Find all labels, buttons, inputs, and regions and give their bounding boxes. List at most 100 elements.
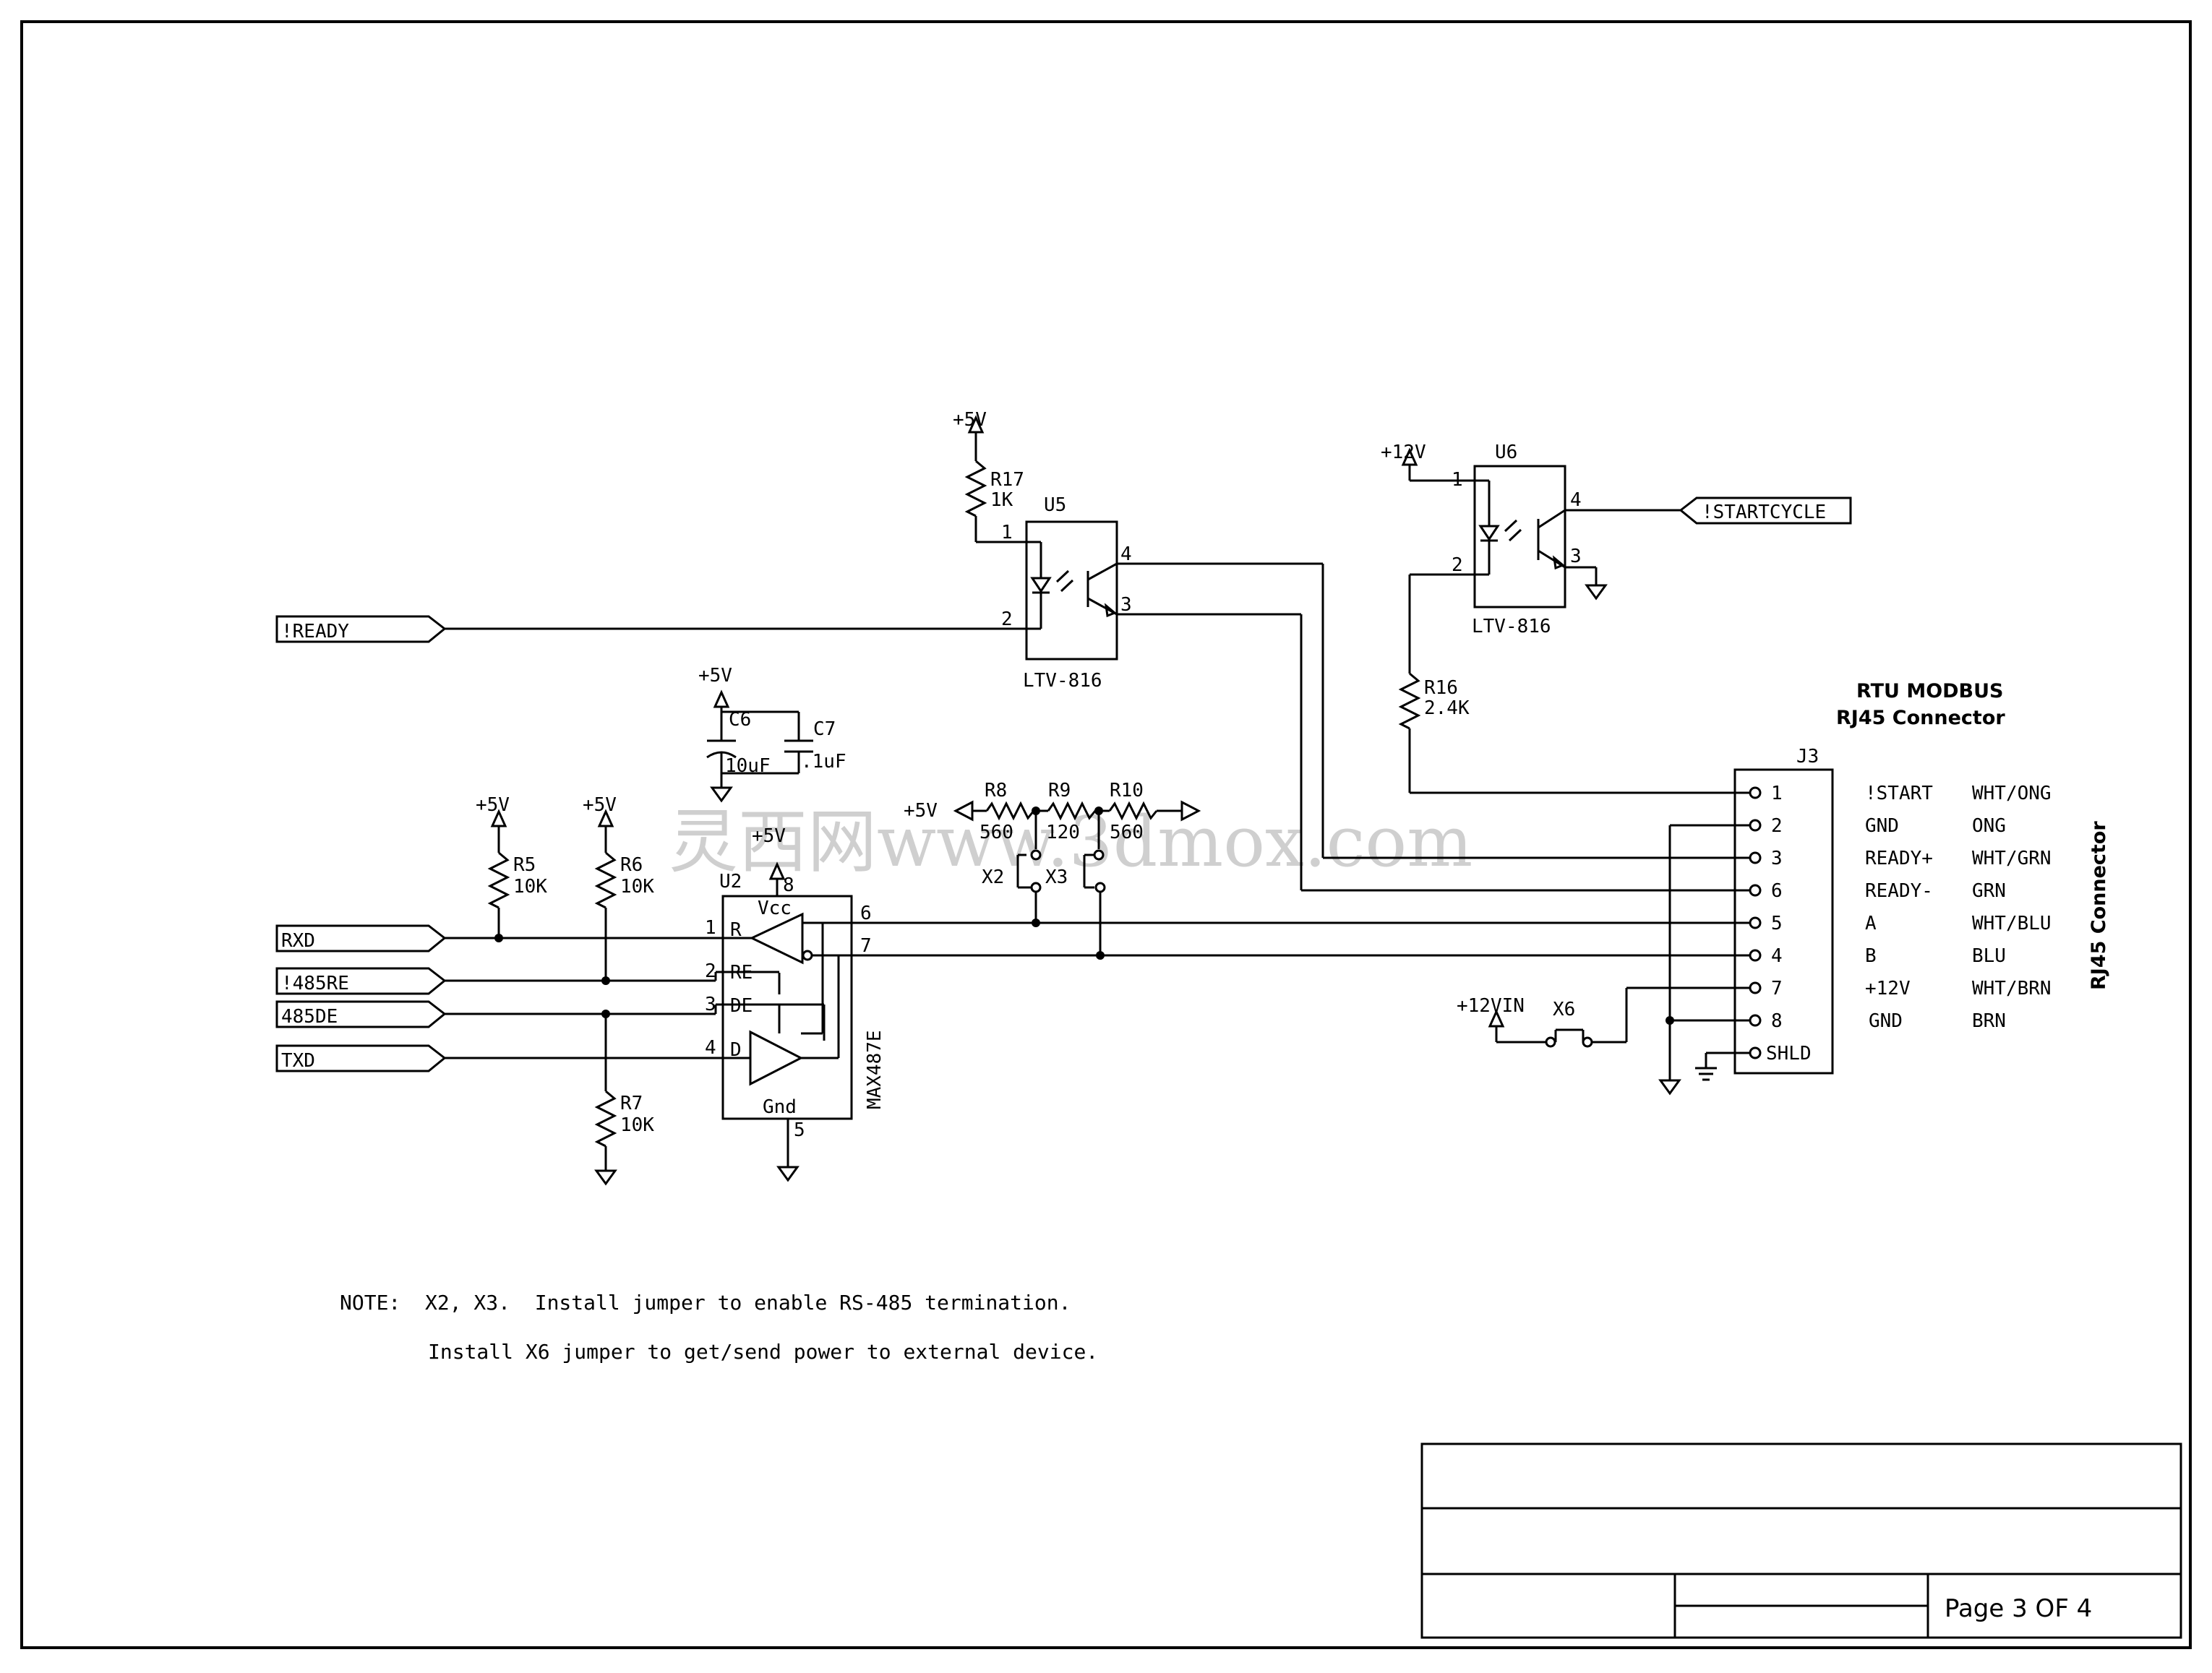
junction-dot bbox=[1094, 807, 1103, 815]
c6-plate-bottom bbox=[706, 751, 737, 759]
u2-pin-label: 7 bbox=[860, 935, 872, 957]
connector-title: RTU MODBUS bbox=[1856, 680, 2004, 702]
port-485re-label: !485RE bbox=[281, 973, 349, 994]
signal-name: GND bbox=[1865, 815, 1899, 837]
r10-resistor bbox=[1108, 801, 1158, 821]
title-block bbox=[1420, 1442, 2182, 1639]
r9-value: 120 bbox=[1046, 822, 1080, 843]
j3-shld-label: SHLD bbox=[1766, 1043, 1812, 1065]
r8-resistor bbox=[985, 801, 1035, 821]
c6-value: 10uF bbox=[725, 755, 771, 777]
wire-color: BLU bbox=[1972, 945, 2006, 967]
junction-dot bbox=[601, 976, 610, 985]
r7-ref: R7 bbox=[620, 1093, 643, 1114]
j3-pin-number: 2 bbox=[1771, 815, 1783, 837]
power-label: +5V bbox=[583, 794, 617, 816]
u5-part: LTV-816 bbox=[1023, 670, 1102, 692]
u2-pin-r: R bbox=[730, 919, 742, 941]
r10-ref: R10 bbox=[1110, 780, 1144, 801]
x6-pin bbox=[1582, 1036, 1593, 1048]
port-485de bbox=[275, 1000, 447, 1028]
vcc-c6 bbox=[713, 691, 729, 724]
note-line-2: Install X6 jumper to get/send power to e… bbox=[428, 1340, 1098, 1364]
r8-ref: R8 bbox=[985, 780, 1007, 801]
note-line-1: NOTE: X2, X3. Install jumper to enable R… bbox=[340, 1291, 1071, 1315]
j3-pin bbox=[1749, 819, 1762, 832]
x2-pin bbox=[1030, 882, 1042, 893]
u2-pin-label: 3 bbox=[705, 994, 716, 1015]
u6-ref: U6 bbox=[1495, 442, 1517, 463]
signal-name: READY- bbox=[1865, 880, 1933, 902]
page-number: Page 3 OF 4 bbox=[1945, 1594, 2092, 1623]
port-485re bbox=[275, 967, 447, 995]
junction-dot bbox=[1666, 1016, 1674, 1025]
connector-side-label: RJ45 Connector bbox=[2088, 821, 2110, 990]
gnd-j3 bbox=[1659, 1065, 1681, 1095]
vcc-r5 bbox=[491, 810, 507, 843]
r17-value: 1K bbox=[990, 489, 1013, 511]
power-label: +5V bbox=[752, 825, 786, 847]
port-txd-label: TXD bbox=[281, 1050, 315, 1072]
c7-ref: C7 bbox=[813, 718, 836, 740]
j3-pin bbox=[1749, 786, 1762, 799]
r7-value: 10K bbox=[620, 1114, 654, 1136]
j3-ref: J3 bbox=[1796, 746, 1819, 767]
u2-pin-d: D bbox=[730, 1039, 742, 1061]
c7-value: .1uF bbox=[801, 751, 846, 773]
u2-pin-label: 4 bbox=[705, 1037, 716, 1059]
power-label: +12V bbox=[1381, 442, 1426, 463]
j3-body bbox=[1733, 768, 1834, 1075]
r6-value: 10K bbox=[620, 876, 654, 898]
junction-dot bbox=[1096, 951, 1105, 960]
u2-pin-label: 2 bbox=[705, 960, 716, 982]
r8-value: 560 bbox=[979, 822, 1013, 843]
u5-pin-label: 4 bbox=[1120, 543, 1132, 565]
u6-body bbox=[1473, 465, 1566, 608]
port-startcycle-label: !STARTCYCLE bbox=[1702, 502, 1826, 523]
u2-vcc: Vcc bbox=[758, 898, 792, 919]
u2-pin-re: RE bbox=[730, 962, 753, 984]
signal-name: +12V bbox=[1865, 978, 1911, 999]
u2-gnd: Gnd bbox=[763, 1096, 797, 1118]
wire-color: WHT/ONG bbox=[1972, 783, 2052, 804]
u2-ref: U2 bbox=[719, 871, 742, 893]
u2-pin-label: 6 bbox=[860, 903, 872, 924]
j3-pin-number: 3 bbox=[1771, 848, 1783, 869]
gnd-u6 bbox=[1585, 569, 1607, 600]
wire-color: WHT/BRN bbox=[1972, 978, 2052, 999]
port-ready-label: !READY bbox=[281, 621, 349, 642]
power-label: +5V bbox=[698, 665, 732, 687]
j3-pin bbox=[1749, 851, 1762, 864]
x3-pin bbox=[1093, 849, 1105, 861]
j3-pin bbox=[1749, 884, 1762, 897]
r16-resistor bbox=[1398, 672, 1421, 730]
signal-name: !START bbox=[1865, 783, 1933, 804]
j3-pin-number: 8 bbox=[1771, 1010, 1783, 1032]
u2-pin-label: 8 bbox=[783, 874, 794, 896]
j3-pin bbox=[1749, 1046, 1762, 1059]
junction-dot bbox=[1032, 807, 1040, 815]
signal-name: A bbox=[1865, 913, 1877, 934]
r17-ref: R17 bbox=[990, 469, 1024, 491]
x2-pin bbox=[1030, 849, 1042, 861]
junction-dot bbox=[601, 1010, 610, 1018]
connector-subtitle: RJ45 Connector bbox=[1836, 707, 2005, 729]
power-label: +5V bbox=[476, 794, 510, 816]
j3-pin-number: 5 bbox=[1771, 913, 1783, 934]
u6-pin-label: 2 bbox=[1452, 554, 1463, 576]
u5-pin-label: 3 bbox=[1120, 594, 1132, 616]
j3-pin bbox=[1749, 1014, 1762, 1027]
junction-dot bbox=[494, 934, 503, 942]
j3-pin bbox=[1749, 916, 1762, 929]
port-txd bbox=[275, 1044, 447, 1072]
signal-name: GND bbox=[1869, 1010, 1903, 1032]
vcc-r6 bbox=[598, 810, 614, 843]
u5-body bbox=[1025, 520, 1118, 661]
j3-pin-number: 6 bbox=[1771, 880, 1783, 902]
r6-resistor bbox=[594, 851, 617, 909]
r9-resistor bbox=[1047, 801, 1097, 821]
x6-pin bbox=[1545, 1036, 1556, 1048]
port-rxd bbox=[275, 924, 447, 952]
